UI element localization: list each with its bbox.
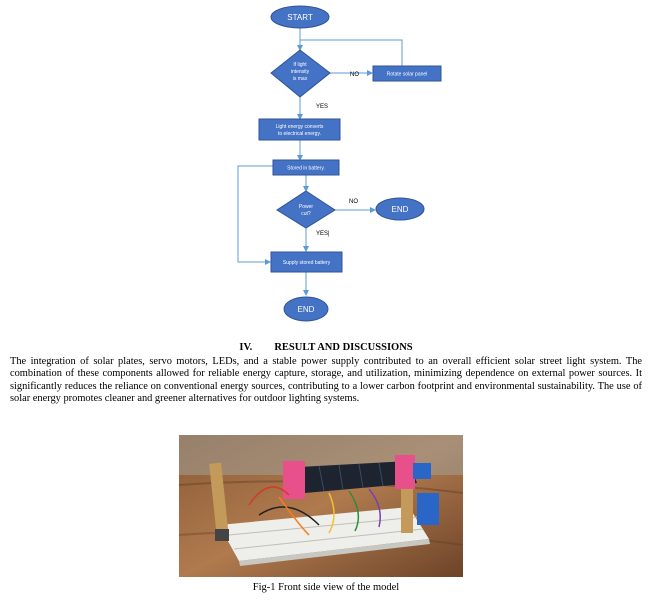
decision2-line2: cut? <box>301 211 311 217</box>
convert-line2: to electrical energy. <box>278 131 321 137</box>
stored-battery-process <box>272 159 340 176</box>
light-intensity-decision <box>270 49 331 98</box>
section-title: RESULT AND DISCUSSIONS <box>274 342 413 353</box>
rotate-panel-process <box>372 65 442 82</box>
no-label-2: NO <box>349 199 358 205</box>
decision1-line1: If light <box>293 62 307 68</box>
decision1-line2: intensity <box>291 69 310 75</box>
end1-label: END <box>392 205 409 214</box>
stored-label: Stored in battery. <box>287 166 325 172</box>
discussion-paragraph: The integration of solar plates, servo m… <box>10 356 642 404</box>
section-heading: IV. RESULT AND DISCUSSIONS <box>0 342 652 353</box>
yes-label-1: YES <box>316 104 328 110</box>
end-node-2 <box>283 296 329 322</box>
end2-label: END <box>298 305 315 314</box>
rotate-label: Rotate solar panel <box>387 72 428 78</box>
model-photo <box>179 435 463 577</box>
section-number: IV. <box>239 342 253 353</box>
power-cut-decision <box>276 190 336 229</box>
yes-label-2: YES| <box>316 231 330 237</box>
flow-connectors <box>237 28 403 296</box>
decision2-line1: Power <box>299 204 314 210</box>
end-node-1 <box>375 197 425 221</box>
convert-line1: Light energy converts <box>276 124 324 130</box>
figure-caption: Fig-1 Front side view of the model <box>252 582 400 593</box>
supply-label: Supply stored battery <box>283 260 331 266</box>
start-label: START <box>287 13 313 22</box>
decision1-line3: is max <box>293 76 308 82</box>
convert-energy-process <box>258 118 341 141</box>
start-node <box>270 5 330 29</box>
flowchart: START If light intensity is max Rotate s… <box>237 5 442 322</box>
supply-battery-process <box>270 251 343 273</box>
no-label-1: NO <box>350 72 359 78</box>
